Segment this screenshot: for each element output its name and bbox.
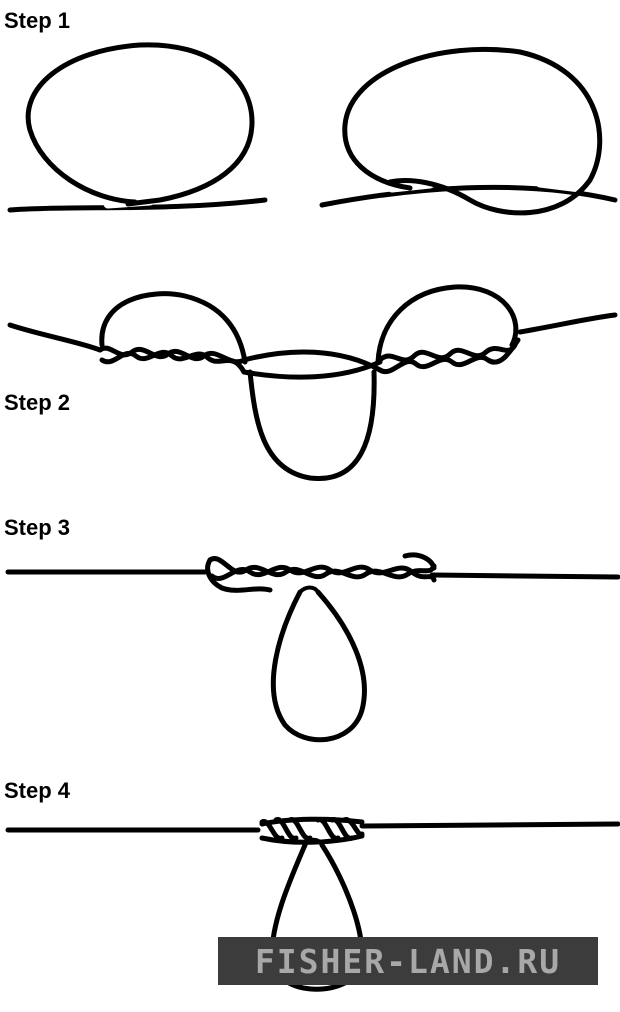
step-3-drawing	[5, 552, 620, 743]
step-1-left-drawing	[7, 42, 268, 213]
watermark-text: FISHER-LAND.RU	[254, 941, 562, 981]
watermark: FISHER-LAND.RU	[218, 937, 598, 985]
step-1-label: Step 1	[4, 8, 71, 33]
step-2-label: Step 2	[4, 390, 71, 415]
step-4-drawing	[5, 816, 620, 992]
step-1-right-drawing	[319, 46, 618, 216]
step-3-label: Step 3	[4, 515, 71, 540]
step-2-drawing	[7, 284, 618, 482]
step-4-label: Step 4	[4, 778, 71, 803]
